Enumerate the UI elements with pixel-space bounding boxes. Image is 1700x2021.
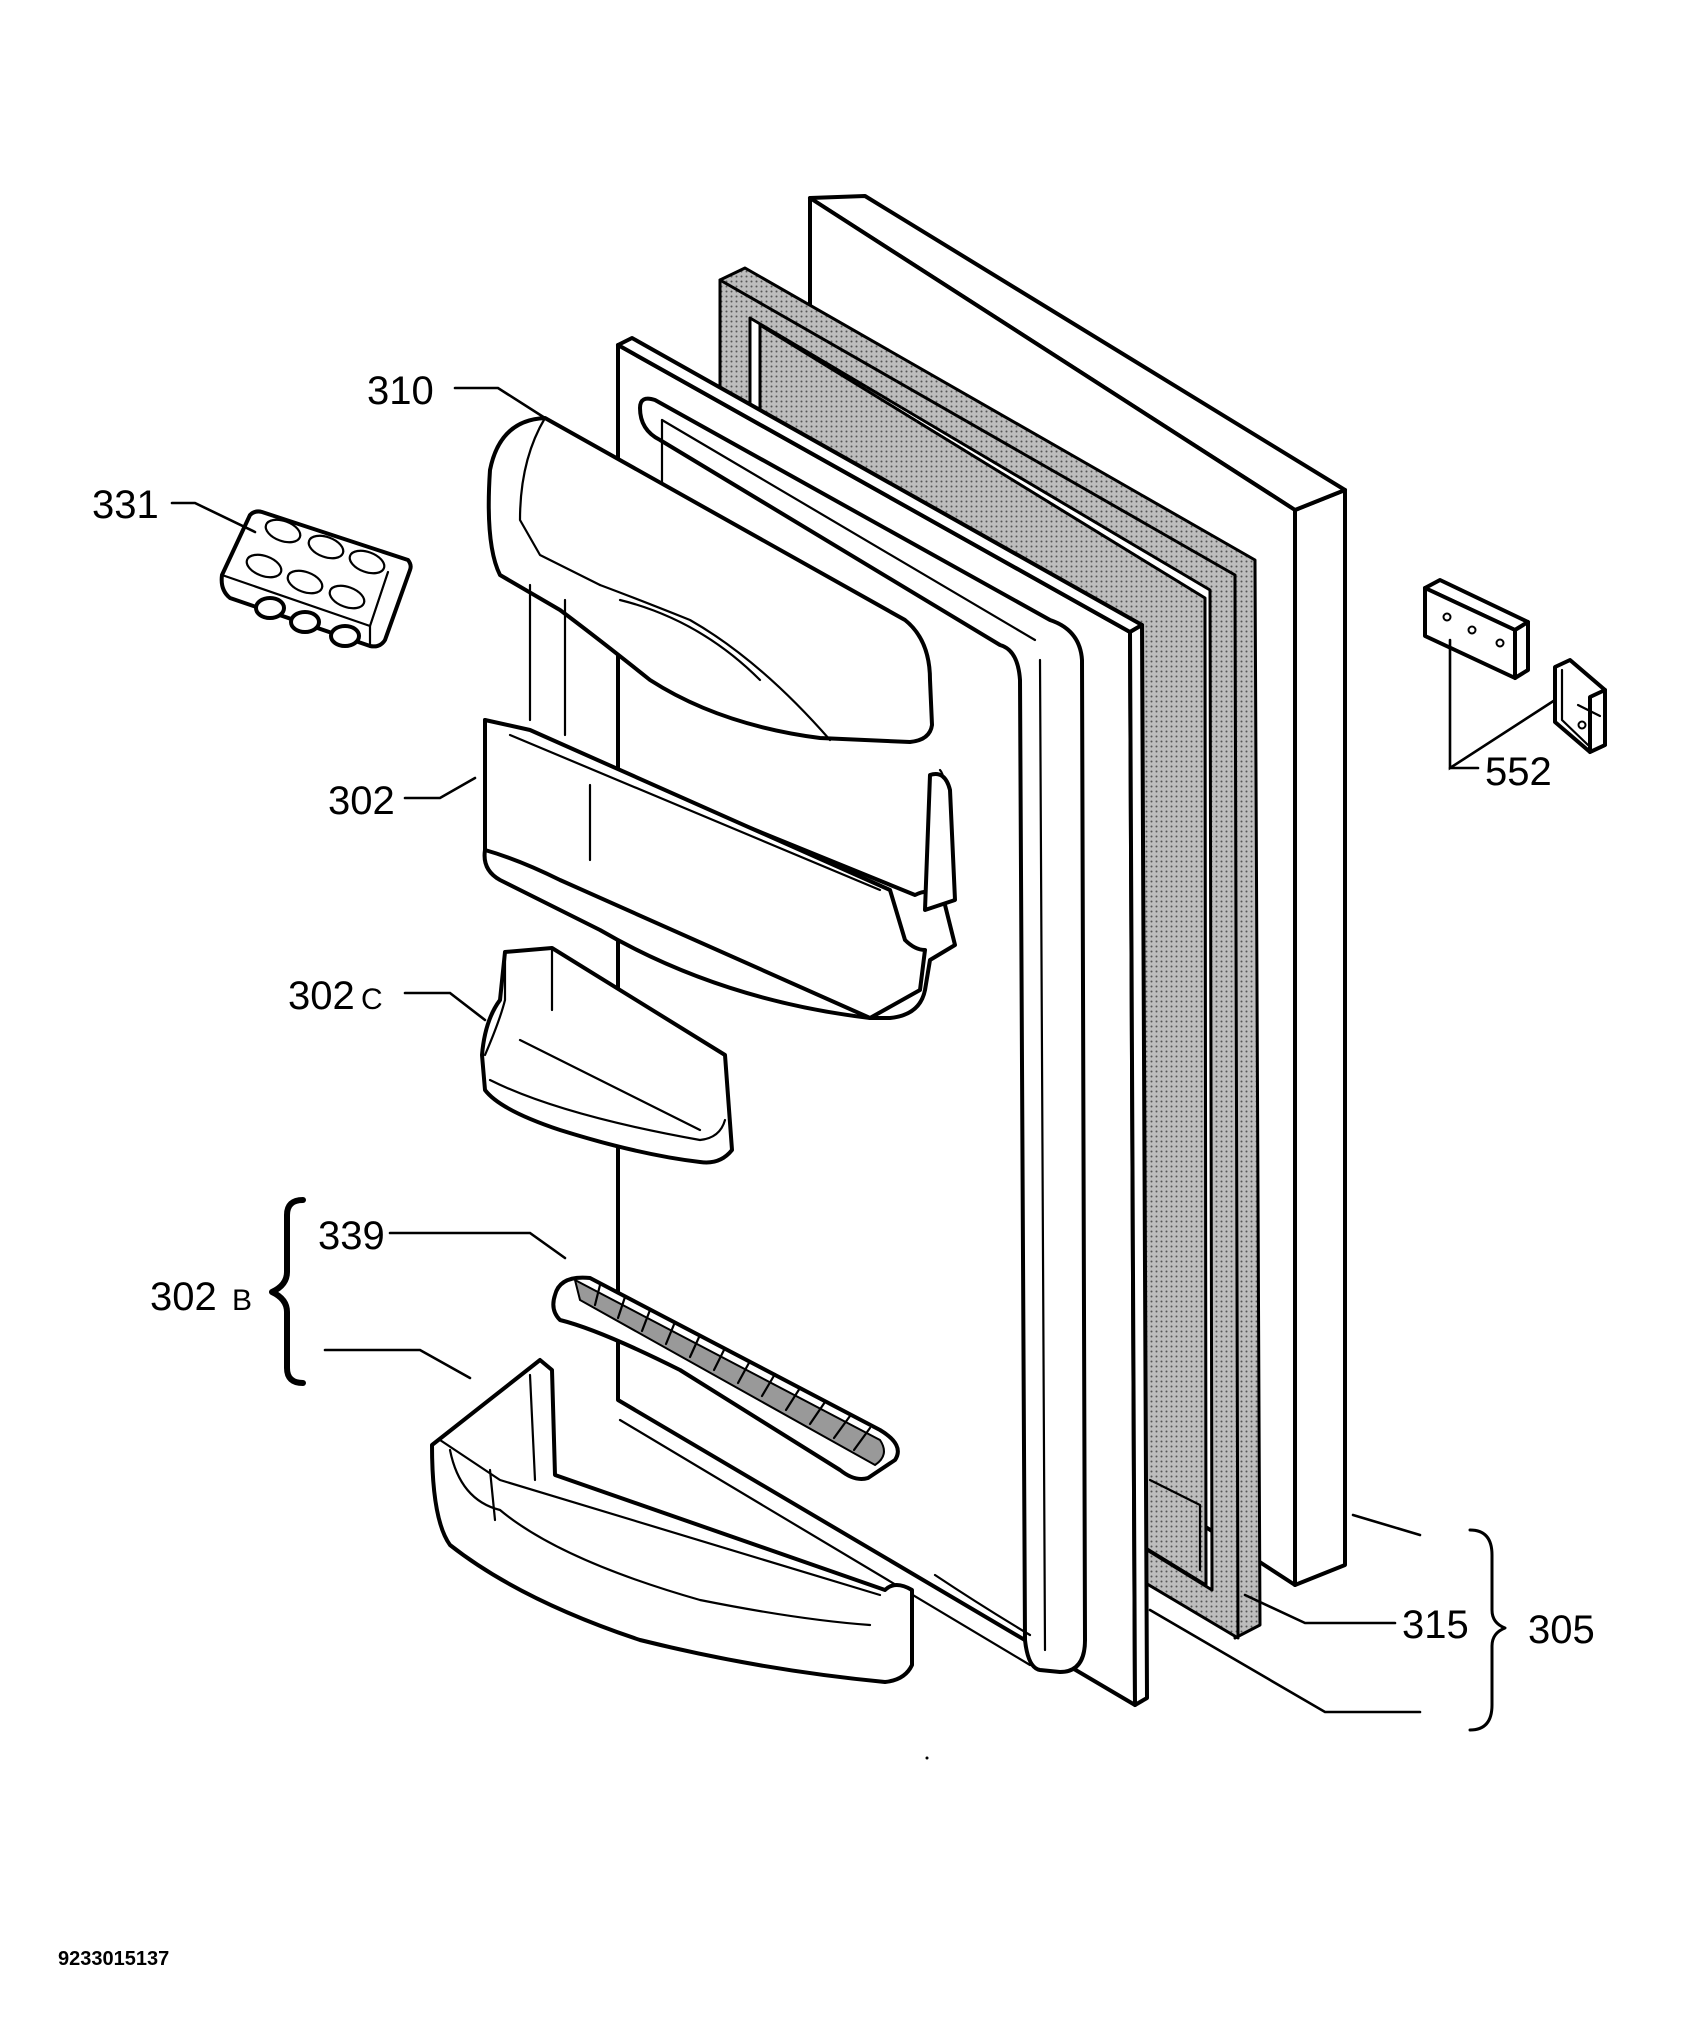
- label-315: 315: [1402, 1603, 1469, 1647]
- brace-302b: [269, 1197, 306, 1386]
- label-302b-number: 302: [150, 1275, 217, 1319]
- part-339-bottle-retainer: [551, 1275, 900, 1481]
- document-number: 9233015137: [58, 1948, 170, 1970]
- part-302b-bottle-shelf: [430, 1358, 914, 1684]
- label-302c-number: 302: [288, 974, 355, 1018]
- part-302-door-shelf: [482, 583, 957, 1020]
- label-339: 339: [318, 1214, 385, 1258]
- part-552-hinge-bracket: [1423, 578, 1607, 754]
- egg-cup-dimples: [245, 518, 386, 610]
- label-302b-suffix: B: [232, 1284, 252, 1317]
- label-302c-suffix: C: [361, 983, 383, 1016]
- part-331-egg-tray: [219, 509, 413, 649]
- label-331: 331: [92, 483, 159, 527]
- part-302c-small-door-shelf: [480, 946, 734, 1165]
- label-552: 552: [1485, 750, 1552, 794]
- stray-dot: [925, 1756, 929, 1760]
- label-305: 305: [1528, 1608, 1595, 1652]
- leader-lines: [170, 386, 1557, 1714]
- brace-305: [1468, 1528, 1507, 1732]
- label-310: 310: [367, 369, 434, 413]
- label-302: 302: [328, 779, 395, 823]
- part-310-dairy-compartment-cover: [486, 416, 934, 744]
